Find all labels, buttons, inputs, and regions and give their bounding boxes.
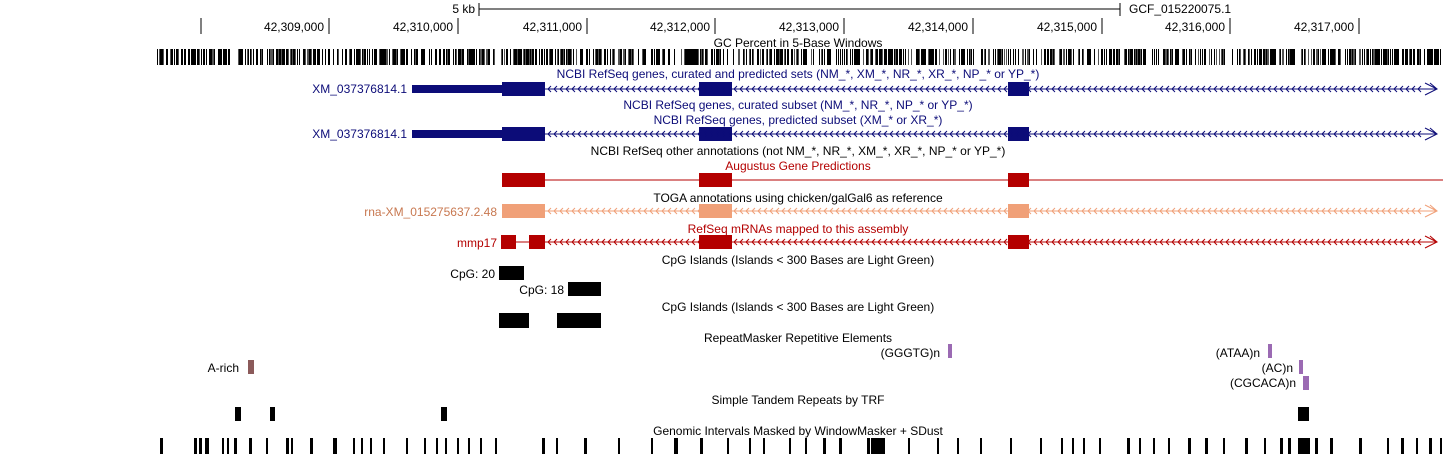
- gene-name-label[interactable]: rna-XM_015275637.2.48: [364, 205, 497, 219]
- ruler-tick: 42,314,000: [908, 18, 974, 34]
- track-title-augustus: Augustus Gene Predictions: [725, 159, 870, 173]
- track-title-refseq-curated: NCBI RefSeq genes, curated subset (NM_*,…: [623, 98, 972, 112]
- scale-bar-label: 5 kb: [452, 2, 475, 16]
- ruler-tick-label: 42,313,000: [779, 20, 839, 34]
- repeat-feature[interactable]: (GGGTG)n: [881, 344, 952, 360]
- repeat-feature[interactable]: A-rich: [208, 360, 254, 375]
- ruler-tick: 42,315,000: [1037, 18, 1103, 34]
- repeat-label[interactable]: (AC)n: [1262, 361, 1293, 375]
- ruler-tick-label: 42,316,000: [1165, 20, 1225, 34]
- repeat-feature[interactable]: (CGCACA)n: [1230, 376, 1309, 390]
- track-title-windowmasker: Genomic Intervals Masked by WindowMasker…: [653, 424, 943, 438]
- track-title-refseq-other: NCBI RefSeq other annotations (not NM_*,…: [591, 144, 1006, 158]
- track-title-refseq-all: NCBI RefSeq genes, curated and predicted…: [557, 67, 1040, 81]
- track-title-refseq-mrna: RefSeq mRNAs mapped to this assembly: [688, 222, 909, 236]
- repeat-label[interactable]: (GGGTG)n: [881, 346, 940, 360]
- gene-model-mmp17[interactable]: mmp17: [457, 235, 1439, 250]
- repeat-feature[interactable]: (AC)n: [1262, 360, 1303, 375]
- cpg-island-feature[interactable]: CpG: 20: [450, 266, 524, 281]
- gc-percent-track[interactable]: [157, 49, 1441, 65]
- ruler-tick: 42,312,000: [650, 18, 716, 34]
- ruler-tick: 42,317,000: [1294, 18, 1360, 34]
- repeat-label[interactable]: (ATAA)n: [1216, 346, 1260, 360]
- position-ruler: 42,309,000 42,310,000 42,311,000 42,312,…: [200, 18, 1360, 34]
- gene-model-toga[interactable]: rna-XM_015275637.2.48: [364, 204, 1439, 219]
- ruler-tick-label: 42,315,000: [1037, 20, 1097, 34]
- track-title-refseq-predicted: NCBI RefSeq genes, predicted subset (XM_…: [654, 113, 943, 127]
- track-title-cpg-islands-2: CpG Islands (Islands < 300 Bases are Lig…: [662, 300, 934, 314]
- windowmasker-track[interactable]: [160, 438, 1442, 454]
- ruler-tick: 42,310,000: [393, 18, 459, 34]
- repeat-label[interactable]: (CGCACA)n: [1230, 376, 1296, 390]
- track-title-gc-percent: GC Percent in 5-Base Windows: [714, 36, 883, 50]
- track-title-trf: Simple Tandem Repeats by TRF: [712, 393, 885, 407]
- gene-model-refseq-predicted[interactable]: XM_037376814.1: [312, 127, 1439, 141]
- ruler-tick-label: 42,311,000: [523, 20, 582, 34]
- tandem-repeat-track[interactable]: [235, 407, 1309, 421]
- repeat-label[interactable]: A-rich: [208, 361, 239, 375]
- ruler-tick: 42,309,000: [264, 18, 330, 34]
- cpg-island-feature[interactable]: [499, 313, 601, 328]
- scale-bar: 5 kb GCF_015220075.1: [452, 2, 1231, 16]
- ruler-tick-label: 42,310,000: [393, 20, 453, 34]
- assembly-label: GCF_015220075.1: [1129, 2, 1231, 16]
- gene-name-label[interactable]: XM_037376814.1: [312, 127, 407, 141]
- gene-model-augustus[interactable]: [502, 173, 1443, 187]
- track-title-repeatmasker: RepeatMasker Repetitive Elements: [704, 331, 892, 345]
- ruler-tick: 42,311,000: [523, 18, 588, 34]
- cpg-island-feature[interactable]: CpG: 18: [519, 282, 601, 297]
- repeat-feature[interactable]: (ATAA)n: [1216, 344, 1272, 360]
- ruler-tick: 42,316,000: [1165, 18, 1231, 34]
- gene-model-refseq-all[interactable]: XM_037376814.1: [312, 82, 1439, 96]
- track-title-cpg-islands: CpG Islands (Islands < 300 Bases are Lig…: [662, 253, 934, 267]
- cpg-label[interactable]: CpG: 20: [450, 267, 495, 281]
- gene-name-label[interactable]: mmp17: [457, 236, 497, 250]
- cpg-label[interactable]: CpG: 18: [519, 283, 564, 297]
- ruler-tick: 42,313,000: [779, 18, 845, 34]
- ruler-tick-label: 42,312,000: [650, 20, 710, 34]
- ruler-tick-label: 42,309,000: [264, 20, 324, 34]
- gene-name-label[interactable]: XM_037376814.1: [312, 82, 407, 96]
- ruler-tick-label: 42,317,000: [1294, 20, 1354, 34]
- track-title-toga: TOGA annotations using chicken/galGal6 a…: [653, 191, 943, 205]
- ruler-tick-label: 42,314,000: [908, 20, 968, 34]
